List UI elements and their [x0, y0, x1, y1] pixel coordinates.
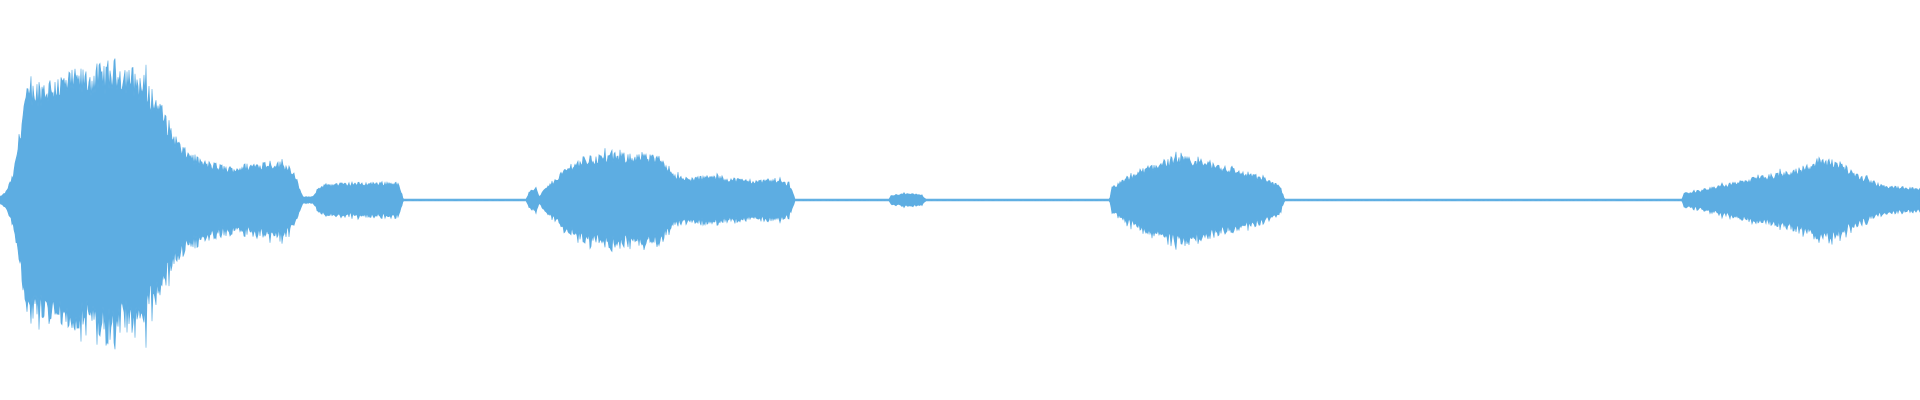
- waveform-shape: [0, 58, 1920, 350]
